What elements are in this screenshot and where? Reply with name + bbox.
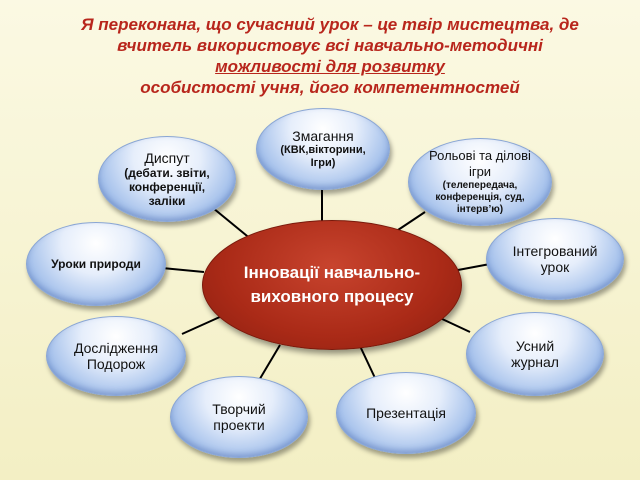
node-uroky-label: Уроки природи	[51, 257, 141, 271]
node-doslidzhennia-label: Дослідження Подорож	[73, 340, 159, 372]
node-dysput-sub: (дебати. звіти, конференції, заліки	[124, 166, 210, 208]
center-line-2: виховного процесу	[250, 287, 414, 306]
node-intehrovanyi-label: Інтегрований урок	[512, 243, 598, 275]
connector-uroky	[161, 267, 205, 273]
title-line-3: можливості для розвитку	[215, 57, 445, 76]
connector-dysput	[212, 207, 253, 241]
node-prezentatsiia-label: Презентація	[366, 405, 446, 421]
node-prezentatsiia: Презентація	[336, 372, 476, 454]
center-node: Інновації навчально- виховного процесу	[202, 220, 462, 350]
node-zmahannia-sub: (КВК,вікторини, Ігри)	[280, 144, 366, 169]
node-rolovi-label: Рольові та ділові ігри	[429, 148, 531, 179]
connector-usnyi	[439, 317, 471, 333]
connector-tvorchi	[257, 344, 281, 383]
title-line-1: Я переконана, що сучасний урок – це твір…	[81, 15, 579, 34]
node-dysput-label: Диспут	[144, 150, 190, 166]
node-rolovi: Рольові та ділові ігри (телепередача, ко…	[408, 138, 552, 226]
node-rolovi-sub: (телепередача, конференція, суд, інтерв’…	[435, 180, 525, 215]
node-tvorchi-label: Творчий проекти	[212, 401, 266, 433]
node-zmahannia-label: Змагання	[292, 128, 354, 144]
node-zmahannia: Змагання (КВК,вікторини, Ігри)	[256, 108, 390, 190]
connector-prezentatsiia	[359, 345, 376, 379]
node-usnyi-zhurnal: Усний журнал	[466, 312, 604, 396]
title-line-2: вчитель використовує всі навчально-метод…	[117, 36, 543, 55]
node-tvorchi-proekty: Творчий проекти	[170, 376, 308, 458]
node-usnyi-label: Усний журнал	[511, 338, 559, 370]
connector-intehrovanyi	[457, 263, 491, 271]
center-line-1: Інновації навчально-	[243, 263, 421, 282]
connector-doslidzhennia	[181, 315, 223, 335]
slide-title: Я переконана, що сучасний урок – це твір…	[30, 14, 630, 98]
node-intehrovanyi-urok: Інтегрований урок	[486, 218, 624, 300]
node-dysput: Диспут (дебати. звіти, конференції, залі…	[98, 136, 236, 222]
title-line-4: особистості учня, його компетентностей	[140, 78, 520, 97]
node-doslidzhennia: Дослідження Подорож	[46, 316, 186, 396]
node-uroky-pryrody: Уроки природи	[26, 222, 166, 306]
